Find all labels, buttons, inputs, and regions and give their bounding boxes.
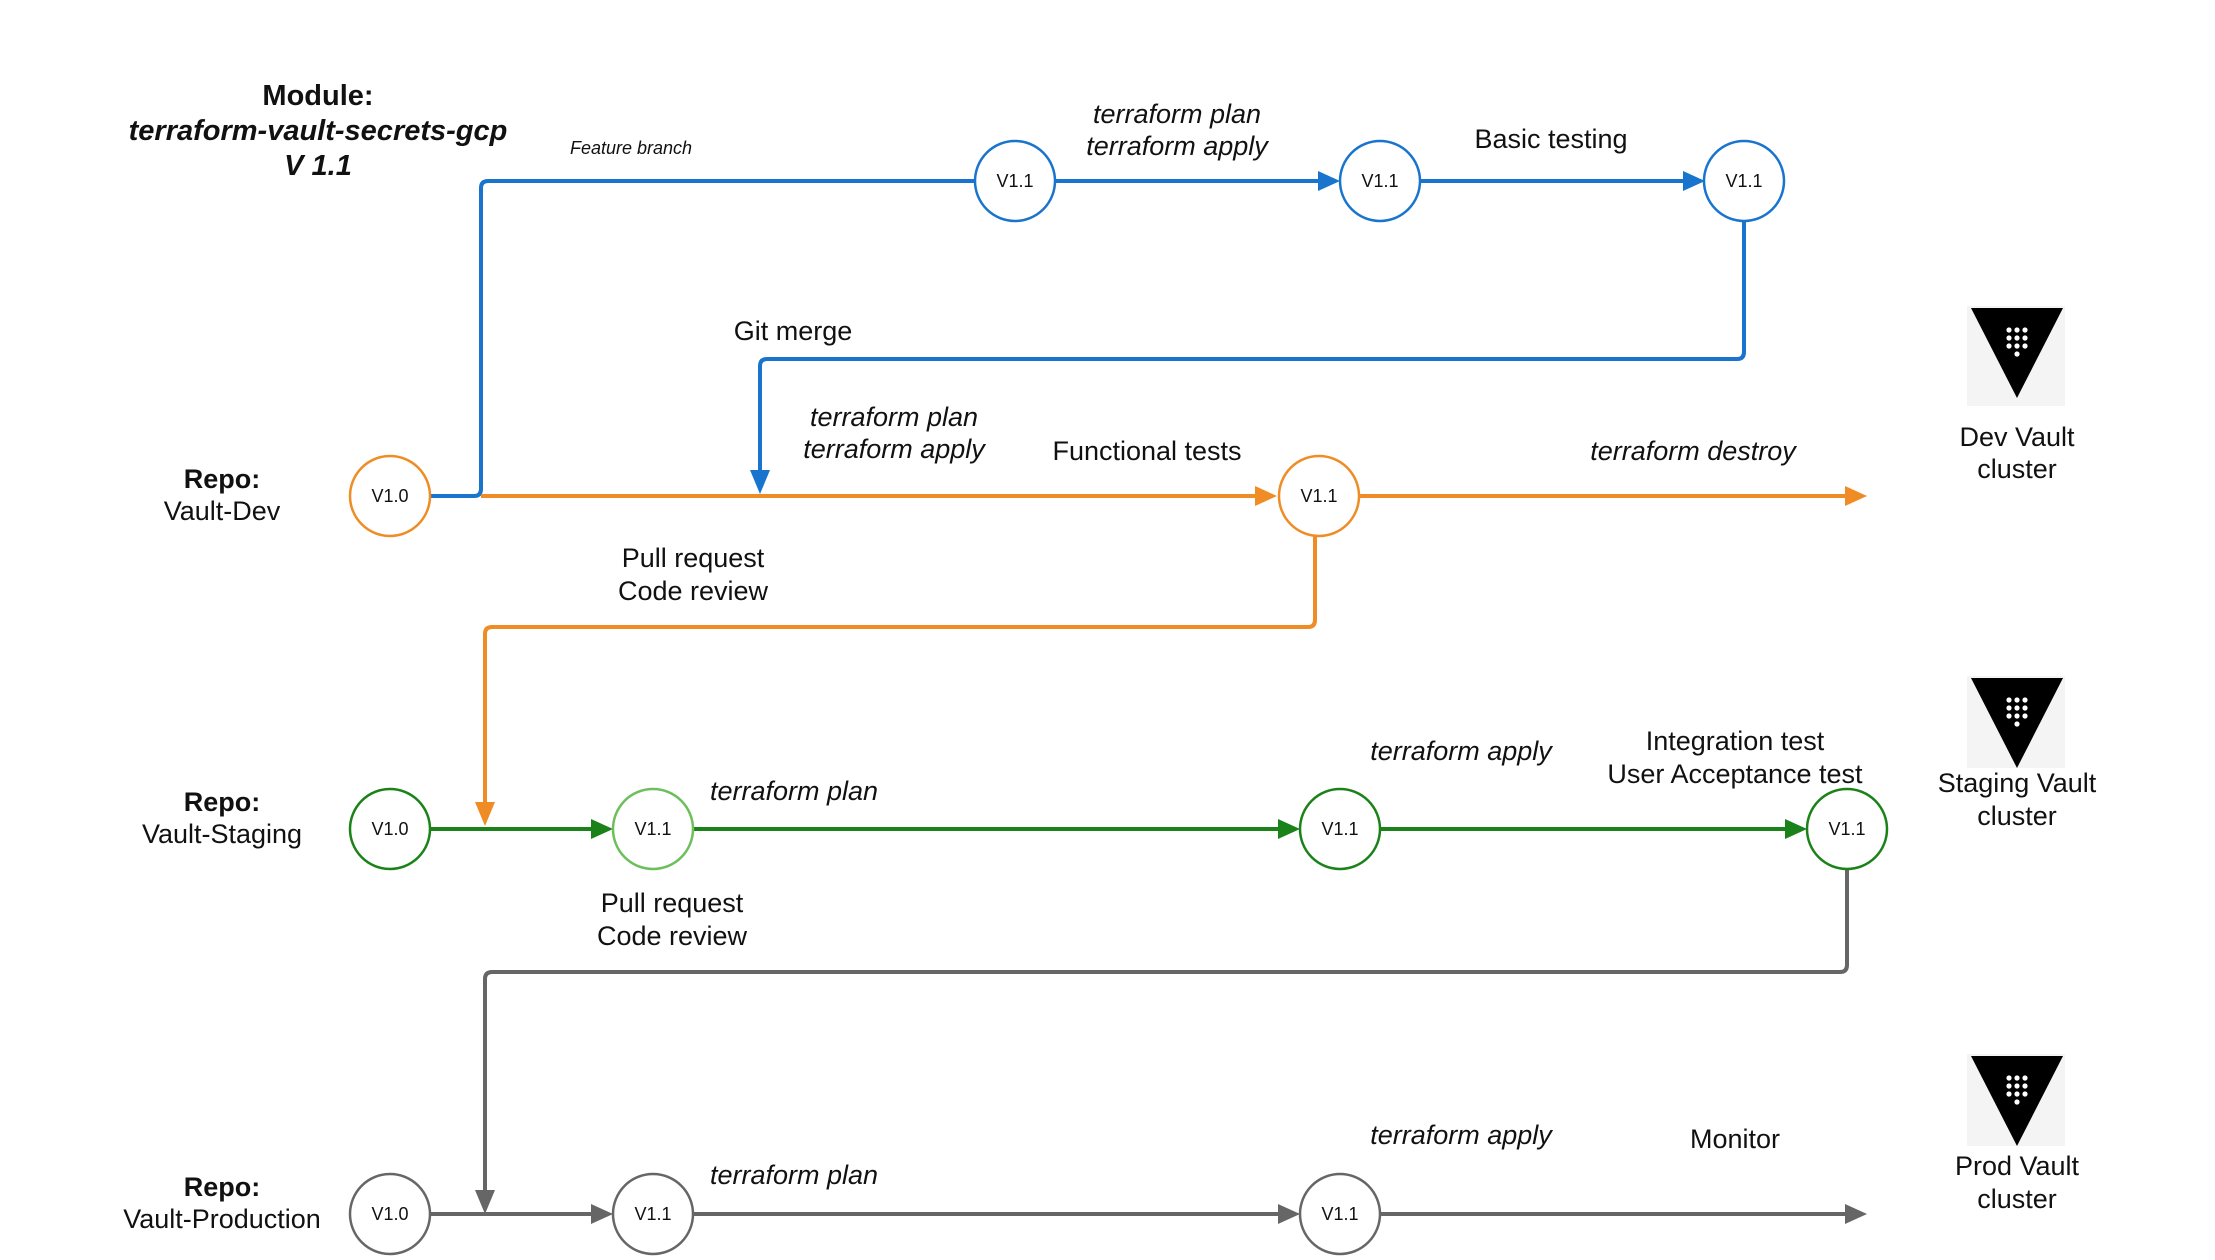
- dev-destroy-label: terraform destroy: [1590, 436, 1797, 466]
- staging-plan-label: terraform plan: [710, 776, 878, 806]
- staging-cluster-line2: cluster: [1977, 801, 2057, 831]
- dev-functional-arrowhead: [1255, 486, 1277, 506]
- feature-branch-line: [430, 179, 975, 498]
- prod-node-2[interactable]: V1.1: [611, 1172, 695, 1256]
- staging-apply-label: terraform apply: [1370, 736, 1553, 766]
- prod-node-start[interactable]: V1.0: [348, 1172, 432, 1256]
- repo-dev-heading: Repo:: [184, 464, 261, 494]
- staging-pull-request-label: Pull request: [601, 888, 744, 918]
- node-label: V1.1: [634, 1204, 671, 1224]
- staging-node-4[interactable]: V1.1: [1805, 787, 1889, 871]
- prod-plan-label: terraform plan: [710, 1160, 878, 1190]
- node-label: V1.1: [1361, 171, 1398, 191]
- promote-production-arrowhead: [475, 1190, 495, 1214]
- git-merge-arrowhead: [750, 470, 770, 494]
- node-label: V1.1: [1321, 819, 1358, 839]
- repo-staging-heading: Repo:: [184, 787, 261, 817]
- prod-cluster-line2: cluster: [1977, 1184, 2057, 1214]
- uat-label: User Acceptance test: [1607, 759, 1863, 789]
- node-label: V1.1: [996, 171, 1033, 191]
- node-label: V1.0: [371, 486, 408, 506]
- dev-destroy-arrowhead: [1845, 486, 1867, 506]
- staging-node-2[interactable]: V1.1: [611, 787, 695, 871]
- repo-production-heading: Repo:: [184, 1172, 261, 1202]
- git-merge-label: Git merge: [734, 316, 853, 346]
- prod-apply-arrowhead: [1845, 1204, 1867, 1224]
- repo-staging-name: Vault-Staging: [142, 819, 302, 849]
- feature-branch-label: Feature branch: [570, 138, 692, 158]
- integration-test-label: Integration test: [1646, 726, 1825, 756]
- feature-node-3[interactable]: V1.1: [1702, 139, 1786, 223]
- node-label: V1.0: [371, 1204, 408, 1224]
- dev-apply-label: terraform apply: [803, 434, 986, 464]
- staging-node-start[interactable]: V1.0: [348, 787, 432, 871]
- basic-testing-arrowhead: [1683, 171, 1705, 191]
- dev-cluster-line2: cluster: [1977, 454, 2057, 484]
- feature-apply-label: terraform apply: [1086, 131, 1269, 161]
- repo-dev-name: Vault-Dev: [164, 496, 281, 526]
- feature-node-1[interactable]: V1.1: [973, 139, 1057, 223]
- staging-pr-arrowhead: [591, 819, 613, 839]
- module-name: terraform-vault-secrets-gcp: [129, 115, 508, 147]
- node-label: V1.1: [634, 819, 671, 839]
- feature-node-2[interactable]: V1.1: [1338, 139, 1422, 223]
- dev-cluster-line1: Dev Vault: [1959, 422, 2075, 452]
- dev-pull-request-line: [483, 536, 1317, 802]
- monitor-label: Monitor: [1690, 1124, 1780, 1154]
- prod-vault-icon: [1967, 1054, 2065, 1146]
- dev-node-end[interactable]: V1.1: [1277, 454, 1361, 538]
- staging-cluster-line1: Staging Vault: [1938, 768, 2097, 798]
- prod-apply-label: terraform apply: [1370, 1120, 1553, 1150]
- node-label: V1.1: [1321, 1204, 1358, 1224]
- staging-vault-icon: [1967, 676, 2065, 768]
- node-label: V1.0: [371, 819, 408, 839]
- functional-tests-label: Functional tests: [1052, 436, 1241, 466]
- repo-production-name: Vault-Production: [123, 1204, 321, 1234]
- feature-plan-apply-arrowhead: [1318, 171, 1340, 191]
- module-heading: Module:: [262, 80, 373, 112]
- prod-line-arrowhead-1: [591, 1204, 613, 1224]
- staging-apply-arrowhead: [1785, 819, 1807, 839]
- dev-vault-icon: [1967, 306, 2065, 406]
- prod-node-3[interactable]: V1.1: [1298, 1172, 1382, 1256]
- dev-pull-request-label: Pull request: [622, 543, 765, 573]
- node-label: V1.1: [1300, 486, 1337, 506]
- prod-plan-arrowhead: [1278, 1204, 1300, 1224]
- dev-plan-label: terraform plan: [810, 402, 978, 432]
- git-merge-line: [758, 221, 1746, 470]
- node-label: V1.1: [1725, 171, 1762, 191]
- staging-node-3[interactable]: V1.1: [1298, 787, 1382, 871]
- feature-plan-label: terraform plan: [1093, 99, 1261, 129]
- dev-node-start[interactable]: V1.0: [348, 454, 432, 538]
- staging-code-review-label: Code review: [597, 921, 748, 951]
- promote-production-line: [483, 869, 1849, 1190]
- dev-code-review-label: Code review: [618, 576, 769, 606]
- prod-cluster-line1: Prod Vault: [1955, 1151, 2080, 1181]
- module-version: V 1.1: [284, 150, 352, 182]
- dev-pull-request-arrowhead: [475, 802, 495, 826]
- basic-testing-label: Basic testing: [1474, 124, 1627, 154]
- staging-plan-arrowhead: [1278, 819, 1300, 839]
- node-label: V1.1: [1828, 819, 1865, 839]
